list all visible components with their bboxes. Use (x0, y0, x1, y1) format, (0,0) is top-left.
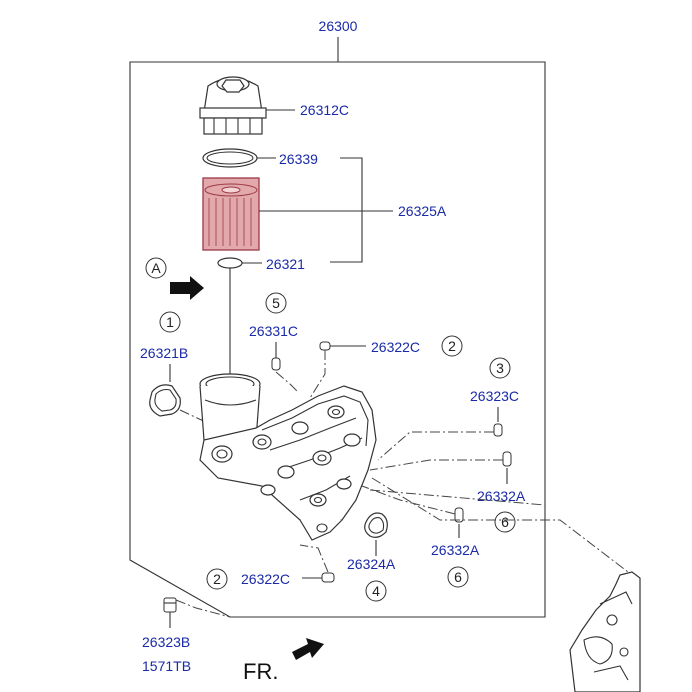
dash-to-engine-1 (371, 477, 633, 576)
o-ring-small-drawing[interactable] (217, 257, 243, 269)
ref-3: 3 (496, 360, 504, 376)
part-bolt-bottom[interactable]: 1571TB (142, 658, 191, 674)
plug-2-bottom-drawing[interactable] (321, 572, 335, 583)
front-label: FR. (243, 659, 278, 684)
engine-outline-drawing (569, 571, 641, 692)
plug-3-drawing[interactable] (493, 423, 503, 437)
plug-2-top-drawing[interactable] (319, 341, 331, 351)
assembly-frame (129, 61, 546, 618)
leader-bracket (330, 157, 363, 263)
filter-element-drawing[interactable] (202, 177, 260, 251)
oil-filter-housing-drawing[interactable] (199, 373, 377, 541)
plug-6-right-drawing[interactable] (502, 451, 512, 467)
filter-cap-drawing[interactable] (199, 76, 267, 135)
ref-6-center: 6 (454, 569, 462, 585)
front-arrow-icon (292, 638, 324, 660)
ref-4: 4 (372, 583, 380, 599)
ref-circle-3 (489, 357, 511, 379)
part-o-ring-cap[interactable]: 26339 (279, 151, 318, 167)
ref-6-right: 6 (501, 514, 509, 530)
ref-circle-2-top (441, 335, 463, 357)
ref-1: 1 (166, 314, 174, 330)
part-gasket-left[interactable]: 26321B (140, 345, 188, 361)
view-a-arrow-icon (170, 276, 204, 300)
ref-circle-6-right (494, 511, 516, 533)
ref-circle-4 (365, 580, 387, 602)
ref-2-bottom: 2 (213, 571, 221, 587)
plug-6-center-drawing[interactable] (454, 507, 464, 523)
assembly-number[interactable]: 26300 (319, 18, 358, 34)
ref-circle-6-center (447, 566, 469, 588)
ref-5: 5 (272, 295, 280, 311)
part-gasket-4[interactable]: 26324A (347, 556, 396, 572)
ref-circle-2-bottom (206, 568, 228, 590)
part-plug-2-bottom[interactable]: 26322C (241, 571, 290, 587)
part-plug-2-top[interactable]: 26322C (371, 339, 420, 355)
ref-circle-5 (265, 292, 287, 314)
plug-5-drawing[interactable] (271, 357, 281, 371)
part-plug-5[interactable]: 26331C (249, 323, 298, 339)
part-o-ring-small[interactable]: 26321 (266, 256, 305, 272)
ref-circle-1 (159, 311, 181, 333)
part-sensor-bottom[interactable]: 26323B (142, 634, 190, 650)
ref-2-top: 2 (448, 338, 456, 354)
view-a-label: A (151, 260, 161, 276)
part-plug-3[interactable]: 26323C (470, 388, 519, 404)
view-a-circle (145, 257, 167, 279)
part-filter-cap[interactable]: 26312C (300, 102, 349, 118)
part-filter-element[interactable]: 26325A (398, 203, 447, 219)
part-plug-6-center[interactable]: 26332A (431, 542, 480, 558)
part-plug-6-right[interactable]: 26332A (477, 488, 526, 504)
sensor-bottom-drawing[interactable] (163, 597, 177, 613)
